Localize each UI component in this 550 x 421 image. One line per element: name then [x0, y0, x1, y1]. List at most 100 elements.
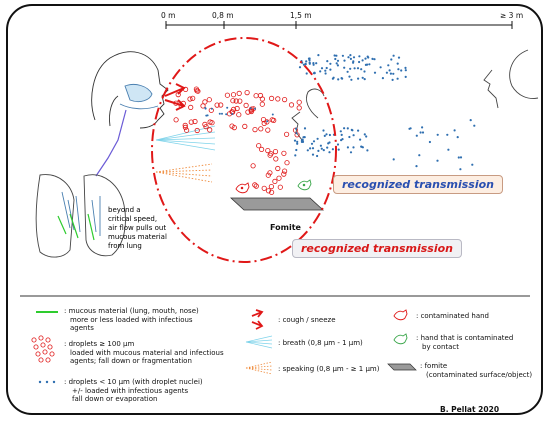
small-droplet: [392, 54, 395, 57]
small-droplet: [337, 78, 340, 81]
small-droplet: [359, 138, 362, 141]
large-droplet: [272, 149, 279, 155]
small-droplet: [324, 72, 327, 75]
small-droplet: [392, 158, 395, 161]
small-droplet: [421, 131, 425, 134]
cough-arrows: [164, 83, 186, 111]
large-droplet: [190, 95, 196, 101]
small-droplet: [381, 77, 384, 80]
recognized-transmission-badge-airborne: recognized transmission: [333, 175, 503, 194]
emitter-head: [91, 51, 169, 129]
small-droplet: [293, 139, 297, 142]
small-droplet: [341, 54, 344, 57]
small-droplet: [309, 147, 312, 150]
legend-droplet: [49, 351, 55, 357]
small-droplet: [341, 138, 344, 141]
small-droplet: [349, 54, 352, 57]
legend-fomite-icon: [387, 363, 417, 371]
large-droplet: [224, 92, 230, 98]
speaking-lines: [155, 163, 213, 183]
small-droplet: [387, 64, 390, 67]
small-droplet: [343, 127, 346, 130]
small-droplet: [397, 68, 400, 71]
small-droplet: [296, 140, 299, 143]
large-droplet: [272, 178, 278, 184]
scale-tick-0m: 0 m: [161, 11, 176, 20]
small-droplet: [316, 137, 319, 140]
small-droplet: [361, 146, 364, 149]
small-droplet: [331, 148, 334, 151]
small-droplet: [396, 62, 399, 65]
small-droplet: [312, 63, 315, 66]
large-droplet: [265, 148, 271, 154]
small-droplet: [325, 66, 328, 70]
small-droplet: [404, 69, 407, 72]
large-droplet: [273, 156, 279, 162]
legend-breath-text: : breath (0,8 µm - 1 µm): [278, 339, 363, 347]
small-droplet: [335, 62, 338, 65]
large-droplet: [188, 104, 194, 111]
small-droplet: [368, 63, 371, 66]
small-droplet: [357, 129, 360, 132]
large-droplet: [268, 95, 275, 102]
legend-contact-hand-icon: [393, 333, 408, 345]
small-droplet: [303, 136, 306, 139]
large-droplet: [193, 86, 199, 92]
large-droplet: [234, 105, 240, 112]
large-droplet: [267, 152, 273, 158]
small-droplet: [366, 55, 369, 58]
small-droplet: [404, 75, 407, 78]
small-droplet: [225, 113, 228, 116]
large-droplet: [233, 98, 239, 104]
small-droplet: [307, 57, 311, 60]
small-droplet: [317, 149, 320, 152]
fomite-surface: [229, 197, 325, 211]
small-droplet: [322, 149, 325, 152]
small-droplets-cloud: [204, 54, 476, 171]
contaminated-hand-icon: [235, 182, 250, 194]
legend-droplet: [45, 357, 51, 363]
breath-lines: [155, 125, 216, 151]
small-droplet: [226, 106, 229, 109]
large-droplet: [187, 96, 193, 102]
small-droplet: [329, 62, 332, 65]
lungs: [35, 174, 126, 258]
small-droplet: [210, 107, 213, 110]
small-droplet: [323, 134, 326, 137]
small-droplet: [300, 140, 303, 143]
large-droplet: [281, 168, 288, 174]
legend-droplet: [31, 337, 37, 343]
small-droplet: [221, 112, 223, 115]
large-droplets-cloud: [173, 86, 302, 195]
small-droplet: [347, 56, 350, 59]
small-droplet: [254, 107, 256, 110]
large-droplet: [252, 182, 258, 188]
svg-text:air flow pulls out: air flow pulls out: [108, 224, 166, 232]
large-droplet: [256, 143, 262, 149]
legend-droplet: [33, 344, 39, 350]
small-droplet: [320, 147, 323, 150]
svg-text:from lung: from lung: [108, 242, 142, 250]
svg-text:beyond a: beyond a: [108, 206, 141, 214]
large-droplet: [184, 127, 190, 133]
large-droplet: [207, 127, 213, 133]
small-droplet: [366, 63, 369, 66]
small-droplet: [296, 142, 299, 145]
small-droplet: [298, 66, 302, 69]
large-droplet: [281, 97, 288, 103]
small-droplet: [469, 119, 472, 122]
small-droplet: [473, 124, 476, 127]
small-droplet: [205, 114, 208, 117]
legend-droplet: [45, 337, 51, 343]
small-droplet: [409, 127, 412, 130]
legend-speaking-icon: [245, 361, 273, 375]
large-droplet: [281, 150, 287, 156]
large-droplet: [276, 175, 282, 181]
small-droplet: [316, 154, 319, 158]
small-droplet: [336, 143, 340, 146]
large-droplet: [283, 131, 290, 137]
legend-mucous-text: : mucous material (lung, mouth, nose)mor…: [64, 307, 199, 332]
large-droplet: [268, 184, 274, 190]
